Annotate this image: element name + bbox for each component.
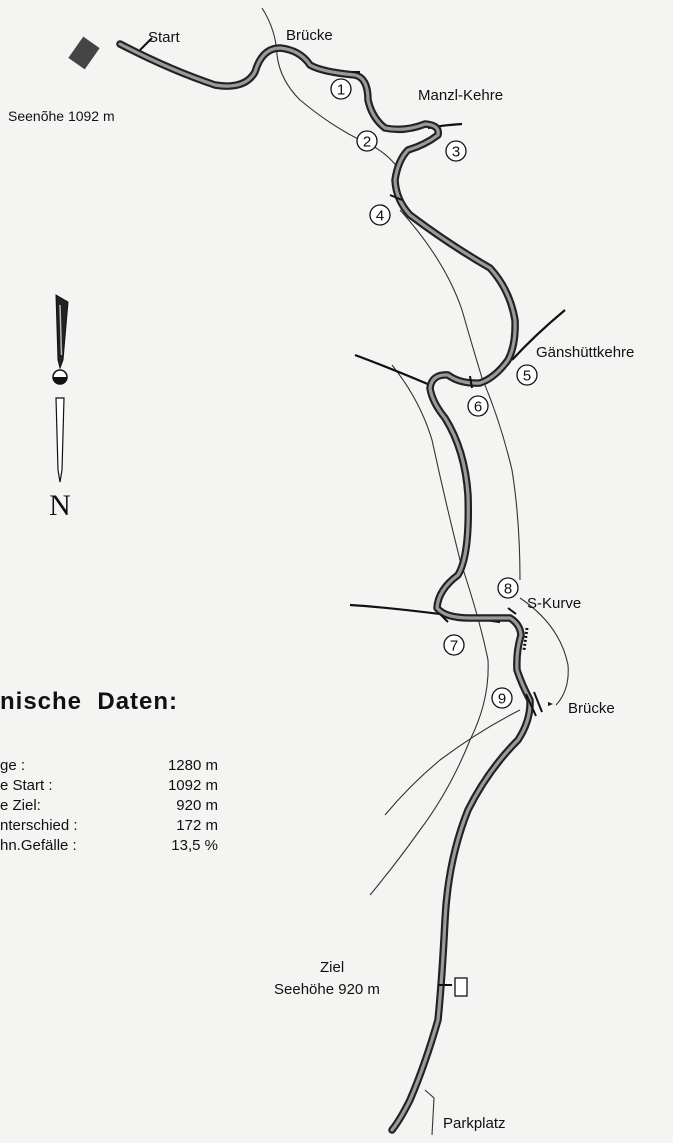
north-arrow: N xyxy=(49,294,71,522)
road-west-valley xyxy=(399,209,521,581)
marker-5-circle xyxy=(516,364,538,386)
marker-9: 9 xyxy=(491,687,513,709)
tick-bridge-2 xyxy=(533,691,543,713)
marker-9-circle xyxy=(491,687,513,709)
marker-6: 6 xyxy=(467,395,489,417)
data-row-label: e Start : xyxy=(0,777,53,794)
marker-1-circle xyxy=(330,78,352,100)
marker-2-number: 2 xyxy=(363,134,371,151)
road-gaenshuett-east xyxy=(511,309,566,361)
data-row-label: hn.Gefälle : xyxy=(0,837,77,854)
road-long-east xyxy=(384,709,521,816)
road-parkplatz xyxy=(424,1089,435,1136)
data-row-value: 172 m xyxy=(176,817,218,834)
tick-bridge-1 xyxy=(525,693,537,717)
race-track xyxy=(116,40,534,1134)
north-arrow-upper xyxy=(55,294,69,370)
ziel-box xyxy=(454,977,468,997)
label-seehoehe-start: Seenõhe 1092 m xyxy=(8,108,115,124)
marker-4-number: 4 xyxy=(376,208,384,225)
marker-7-number: 7 xyxy=(450,638,458,655)
north-arrow-center-fill xyxy=(53,377,67,384)
north-arrow-upper-highlight xyxy=(59,304,63,356)
marker-4: 4 xyxy=(369,204,391,226)
marker-2: 2 xyxy=(356,130,378,152)
bridge-arrow xyxy=(548,702,553,706)
marker-6-number: 6 xyxy=(474,399,482,416)
start-building xyxy=(68,36,100,70)
marker-8-circle xyxy=(497,577,519,599)
marker-7-circle xyxy=(443,634,465,656)
marker-1: 1 xyxy=(330,78,352,100)
marker-6-circle xyxy=(467,395,489,417)
label-start: Start xyxy=(148,29,181,46)
marker-1-number: 1 xyxy=(337,82,345,99)
road-east-s-curve xyxy=(519,597,569,706)
marker-8: 8 xyxy=(497,577,519,599)
marker-9-number: 9 xyxy=(498,691,506,708)
data-row-value: 1092 m xyxy=(168,777,218,794)
label-bruecke-top: Brücke xyxy=(286,27,333,44)
marker-8-number: 8 xyxy=(504,581,512,598)
track-fill xyxy=(118,42,532,1132)
data-row-label: e Ziel: xyxy=(0,797,41,814)
label-ziel: Ziel xyxy=(320,959,344,976)
marker-3: 3 xyxy=(445,140,467,162)
marker-3-number: 3 xyxy=(452,144,460,161)
marker-3-circle xyxy=(445,140,467,162)
data-row-label: nterschied : xyxy=(0,817,78,834)
tick-4 xyxy=(389,194,403,201)
data-row-value: 1280 m xyxy=(168,757,218,774)
road-gaenshuett-west xyxy=(354,353,431,387)
data-row-value: 920 m xyxy=(176,797,218,814)
track-ticks xyxy=(352,71,543,986)
marker-5-number: 5 xyxy=(523,368,531,385)
marker-4-circle xyxy=(369,204,391,226)
thin-roads xyxy=(261,7,569,1136)
label-gaenshuett-kehre: Gänshüttkehre xyxy=(536,344,634,361)
tick-7 xyxy=(439,613,449,623)
tick-6 xyxy=(469,375,473,389)
north-arrow-lower xyxy=(55,397,65,483)
north-label: N xyxy=(49,489,71,522)
marker-7: 7 xyxy=(443,634,465,656)
dotted-section xyxy=(522,627,529,651)
start-line xyxy=(139,37,153,51)
marker-2-circle xyxy=(356,130,378,152)
tick-8 xyxy=(507,607,517,615)
data-panel: nische Daten: ge : 1280 m e Start : 1092… xyxy=(0,688,218,854)
label-s-kurve: S-Kurve xyxy=(527,595,581,612)
road-long-west xyxy=(369,364,489,896)
data-row-label: ge : xyxy=(0,757,25,774)
label-parkplatz: Parkplatz xyxy=(443,1115,506,1132)
data-panel-heading: nische Daten: xyxy=(0,688,178,715)
label-seehoehe-ziel: Seehöhe 920 m xyxy=(274,981,380,998)
label-manzl-kehre: Manzl-Kehre xyxy=(418,87,503,104)
marker-5: 5 xyxy=(516,364,538,386)
data-row-value: 13,5 % xyxy=(171,837,218,854)
label-bruecke-bottom: Brücke xyxy=(568,700,615,717)
